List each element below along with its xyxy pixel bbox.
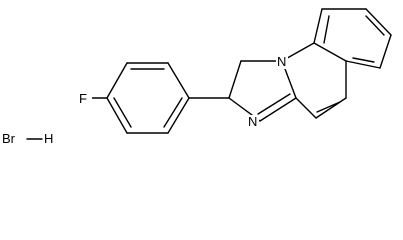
double-bond-inner [113,97,132,128]
bond [228,60,242,99]
bromine-atom-label: Br [2,131,16,146]
bond [313,42,347,62]
double-bond-inner [316,101,341,113]
double-bond-inner [257,93,291,115]
ring-nitrogen-label: N [277,54,286,69]
bond [315,97,347,119]
bond [167,97,190,134]
imidazoline-ring [228,60,297,122]
bond [167,62,190,99]
double-bond-inner [323,15,330,44]
bond [106,62,128,99]
chemical-structure-diagram: F N N Br H [2,8,392,146]
bond [345,60,381,69]
bond [106,97,128,134]
double-bond-inner [352,57,375,63]
double-bond-inner [365,15,385,36]
double-bond-inner [163,97,183,128]
benzo-ring [313,8,392,69]
bond [295,97,317,119]
bond [259,97,297,122]
fluorophenyl-ring [106,62,190,134]
imine-nitrogen-label: N [248,114,257,129]
bond [379,34,392,69]
bond [365,8,392,36]
fluorine-atom-label: F [79,91,87,106]
bond [313,8,323,44]
pyridine-ring [281,42,347,119]
hydrogen-atom-label: H [44,131,53,146]
